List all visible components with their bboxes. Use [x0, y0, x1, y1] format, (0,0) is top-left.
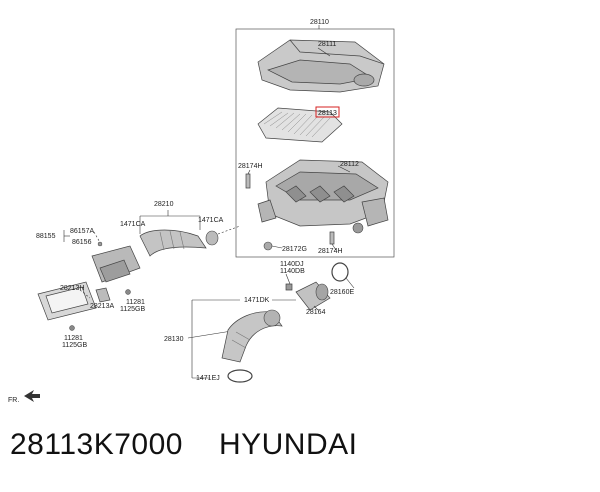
highlight-box [315, 106, 340, 118]
label-28160E: 28160E [330, 289, 354, 296]
brand-name: HYUNDAI [218, 428, 358, 461]
label-28164: 28164 [306, 309, 326, 316]
label-11281-left: 11281 [64, 335, 83, 342]
leader-line [313, 305, 319, 311]
leader-line [317, 47, 331, 57]
clamp-28160E [331, 262, 349, 282]
label-28110: 28110 [310, 19, 329, 26]
label-86156: 86156 [72, 239, 92, 246]
clip-86156 [97, 241, 103, 247]
air-cleaner-cover [257, 39, 385, 93]
bolt-11281-a [69, 325, 75, 331]
label-28213A: 28213A [90, 303, 114, 310]
label-1471CA-right: 1471CA [198, 217, 224, 224]
leader-line [217, 225, 241, 235]
part-caption: 28113K7000 HYUNDAI [10, 428, 357, 462]
lower-air-duct [221, 309, 283, 363]
parts-diagram: 28110 28111 28113 28174H 28112 28172G 28… [8, 19, 395, 404]
label-28112: 28112 [340, 161, 359, 168]
grommet-28172G [263, 241, 273, 251]
label-28111: 28111 [318, 41, 337, 48]
clip-28174H-b [329, 231, 335, 245]
duct-gasket-plate [37, 281, 97, 321]
air-flow-sensor-28164 [295, 281, 331, 311]
part-number: 28113K7000 [10, 428, 183, 461]
leader-line [331, 243, 337, 251]
label-28113: 28113 [318, 110, 337, 117]
label-28172G: 28172G [282, 246, 307, 253]
leader-line [271, 245, 283, 249]
leader-line [345, 277, 355, 289]
clip-28174H-a [245, 173, 251, 189]
leader-line [285, 273, 291, 285]
label-1471EJ: 1471EJ [196, 375, 220, 382]
intake-hose [139, 229, 219, 257]
air-duct-inlet [91, 245, 141, 283]
label-1140DB: 1140DB [280, 268, 305, 275]
label-1125GB-right: 1125GB [120, 306, 145, 313]
label-1140DJ: 1140DJ [280, 261, 304, 268]
label-28130: 28130 [164, 336, 184, 343]
label-28213H: 28213H [60, 285, 85, 292]
label-86157A: 86157A [70, 228, 94, 235]
label-1471CA-left: 1471CA [120, 221, 146, 228]
label-front: FR. [8, 397, 19, 404]
label-28174H-upper: 28174H [238, 163, 263, 170]
assembly-frame [235, 28, 395, 258]
clamp-1471EJ [227, 369, 253, 383]
front-arrow-icon [24, 390, 40, 402]
leader-line [247, 169, 251, 175]
label-1125GB-left: 1125GB [62, 342, 87, 349]
bracket-28213A [95, 287, 111, 303]
leader-line [337, 165, 351, 173]
label-1471DK: 1471DK [244, 297, 270, 304]
air-cleaner-lower-case [257, 159, 389, 234]
bolt-11281-b [125, 289, 131, 295]
bolt-1140DJ [285, 283, 293, 291]
label-28174H-lower: 28174H [318, 248, 343, 255]
label-88155: 88155 [36, 233, 56, 240]
label-11281-right: 11281 [126, 299, 145, 306]
label-28210: 28210 [154, 201, 174, 208]
